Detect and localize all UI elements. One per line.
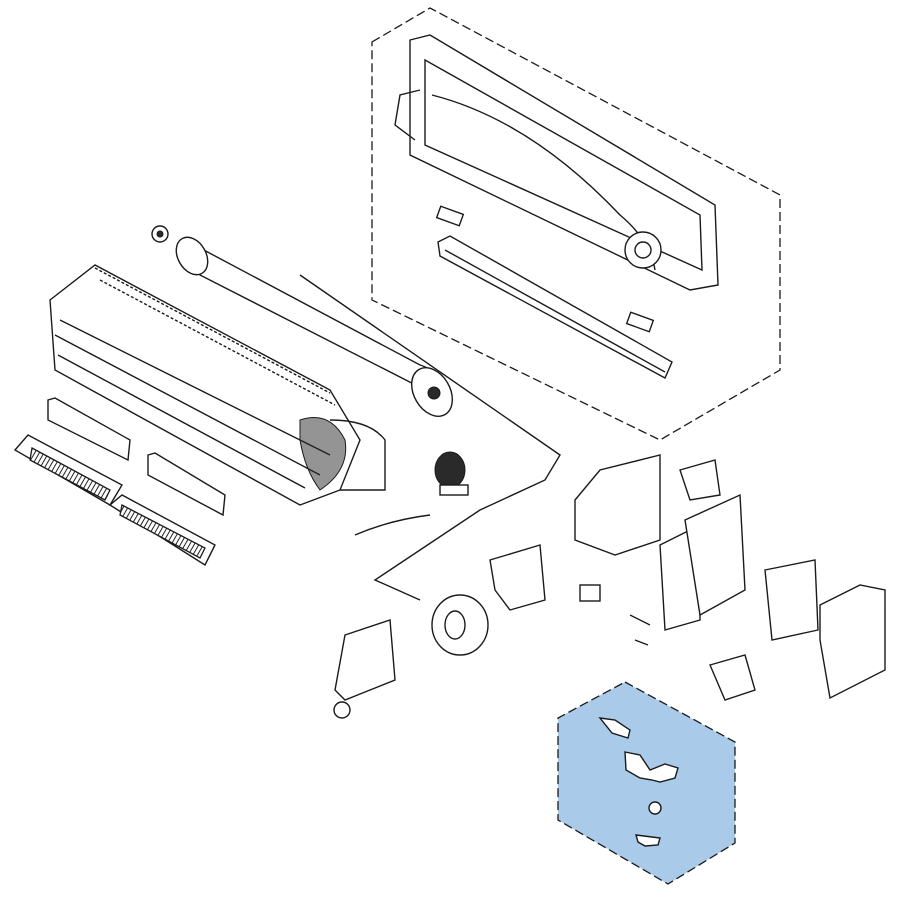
panel-clip[interactable] [625, 311, 655, 333]
front-panel-group-outline [371, 7, 781, 441]
fan-motor[interactable] [354, 451, 469, 536]
filter-frame[interactable] [47, 397, 131, 462]
air-filters[interactable] [13, 397, 226, 567]
highlight-area[interactable] [557, 681, 736, 885]
screw-part[interactable] [648, 801, 662, 815]
bracket-part[interactable] [624, 751, 679, 783]
front-panel-group[interactable] [371, 7, 781, 441]
panel-clip[interactable] [435, 205, 465, 227]
control-box[interactable] [489, 454, 886, 701]
leader-line [299, 274, 561, 601]
fan-impeller[interactable] [431, 594, 489, 656]
filter-frame[interactable] [147, 452, 226, 517]
crossflow-fan[interactable] [151, 225, 461, 424]
evaporator-chassis[interactable] [49, 264, 386, 506]
clip-part[interactable] [598, 717, 631, 739]
panel-rail[interactable] [437, 235, 673, 379]
cap-part[interactable] [635, 834, 661, 847]
side-bracket[interactable] [333, 619, 396, 719]
highlighted-parts-group[interactable] [557, 681, 736, 885]
panel-shaft-icon [624, 231, 662, 269]
terminal-cover[interactable] [819, 584, 886, 700]
